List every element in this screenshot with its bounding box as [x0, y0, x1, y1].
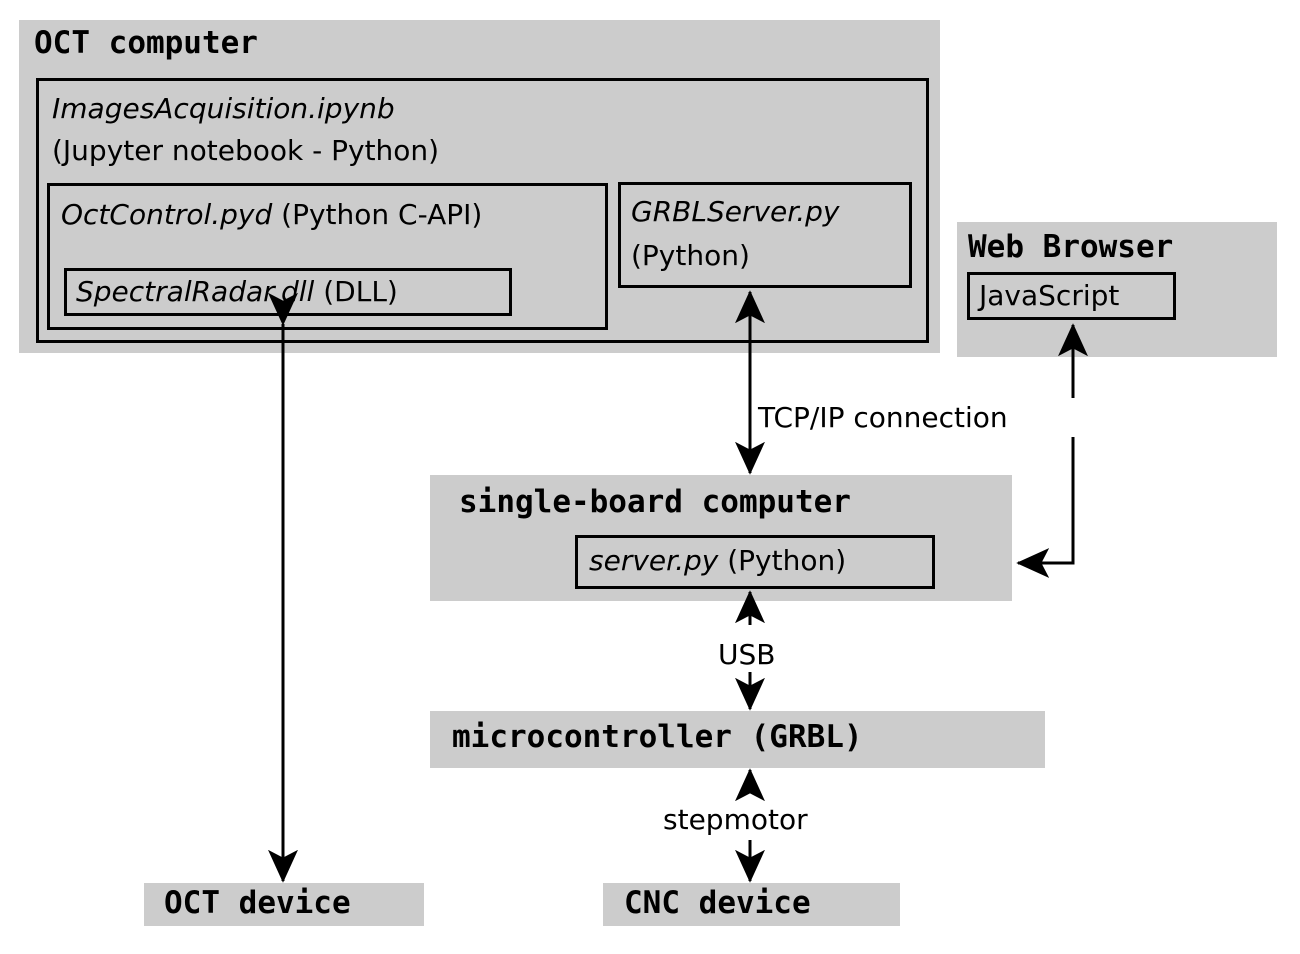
- node-cnc-device-label: CNC device: [624, 885, 811, 921]
- node-spectral-radar-detail: (DLL): [314, 275, 398, 308]
- node-server-py-detail: (Python): [718, 544, 847, 577]
- node-oct-computer-label: OCT computer: [34, 25, 258, 61]
- node-oct-device-label: OCT device: [164, 885, 351, 921]
- node-web-browser-label: Web Browser: [968, 229, 1174, 265]
- node-server-py-label: server.py (Python): [589, 545, 846, 576]
- node-cnc-device: [603, 883, 900, 926]
- node-single-board-computer-label: single-board computer: [459, 484, 851, 520]
- node-oct-control-filename: OctControl.pyd: [61, 198, 273, 231]
- node-spectral-radar-filename: SpectralRadar.dll: [76, 275, 315, 308]
- edge-label-tcpip: TCP/IP connection: [758, 401, 1008, 434]
- node-microcontroller: [430, 711, 1045, 768]
- node-grbl-server-detail: (Python): [631, 239, 750, 272]
- node-javascript: [967, 272, 1176, 320]
- node-server-py-filename: server.py: [589, 544, 719, 577]
- node-notebook-kind: (Jupyter notebook - Python): [52, 134, 440, 167]
- node-javascript-label: JavaScript: [979, 279, 1120, 312]
- node-server-py: [575, 535, 935, 589]
- arrow-browser-to-sbc: [1016, 437, 1075, 578]
- node-grbl-server: [618, 182, 912, 288]
- node-microcontroller-label: microcontroller (GRBL): [452, 719, 863, 755]
- edge-label-usb: USB: [718, 638, 776, 671]
- edge-label-stepmotor: stepmotor: [663, 803, 808, 836]
- node-spectral-radar-label: SpectralRadar.dll (DLL): [76, 276, 398, 307]
- node-notebook-filename: ImagesAcquisition.ipynb: [52, 92, 395, 125]
- node-oct-control-detail: (Python C-API): [272, 198, 483, 231]
- node-oct-control-label: OctControl.pyd (Python C-API): [61, 199, 482, 230]
- node-oct-device: [144, 883, 424, 926]
- node-grbl-server-filename: GRBLServer.py: [631, 195, 840, 228]
